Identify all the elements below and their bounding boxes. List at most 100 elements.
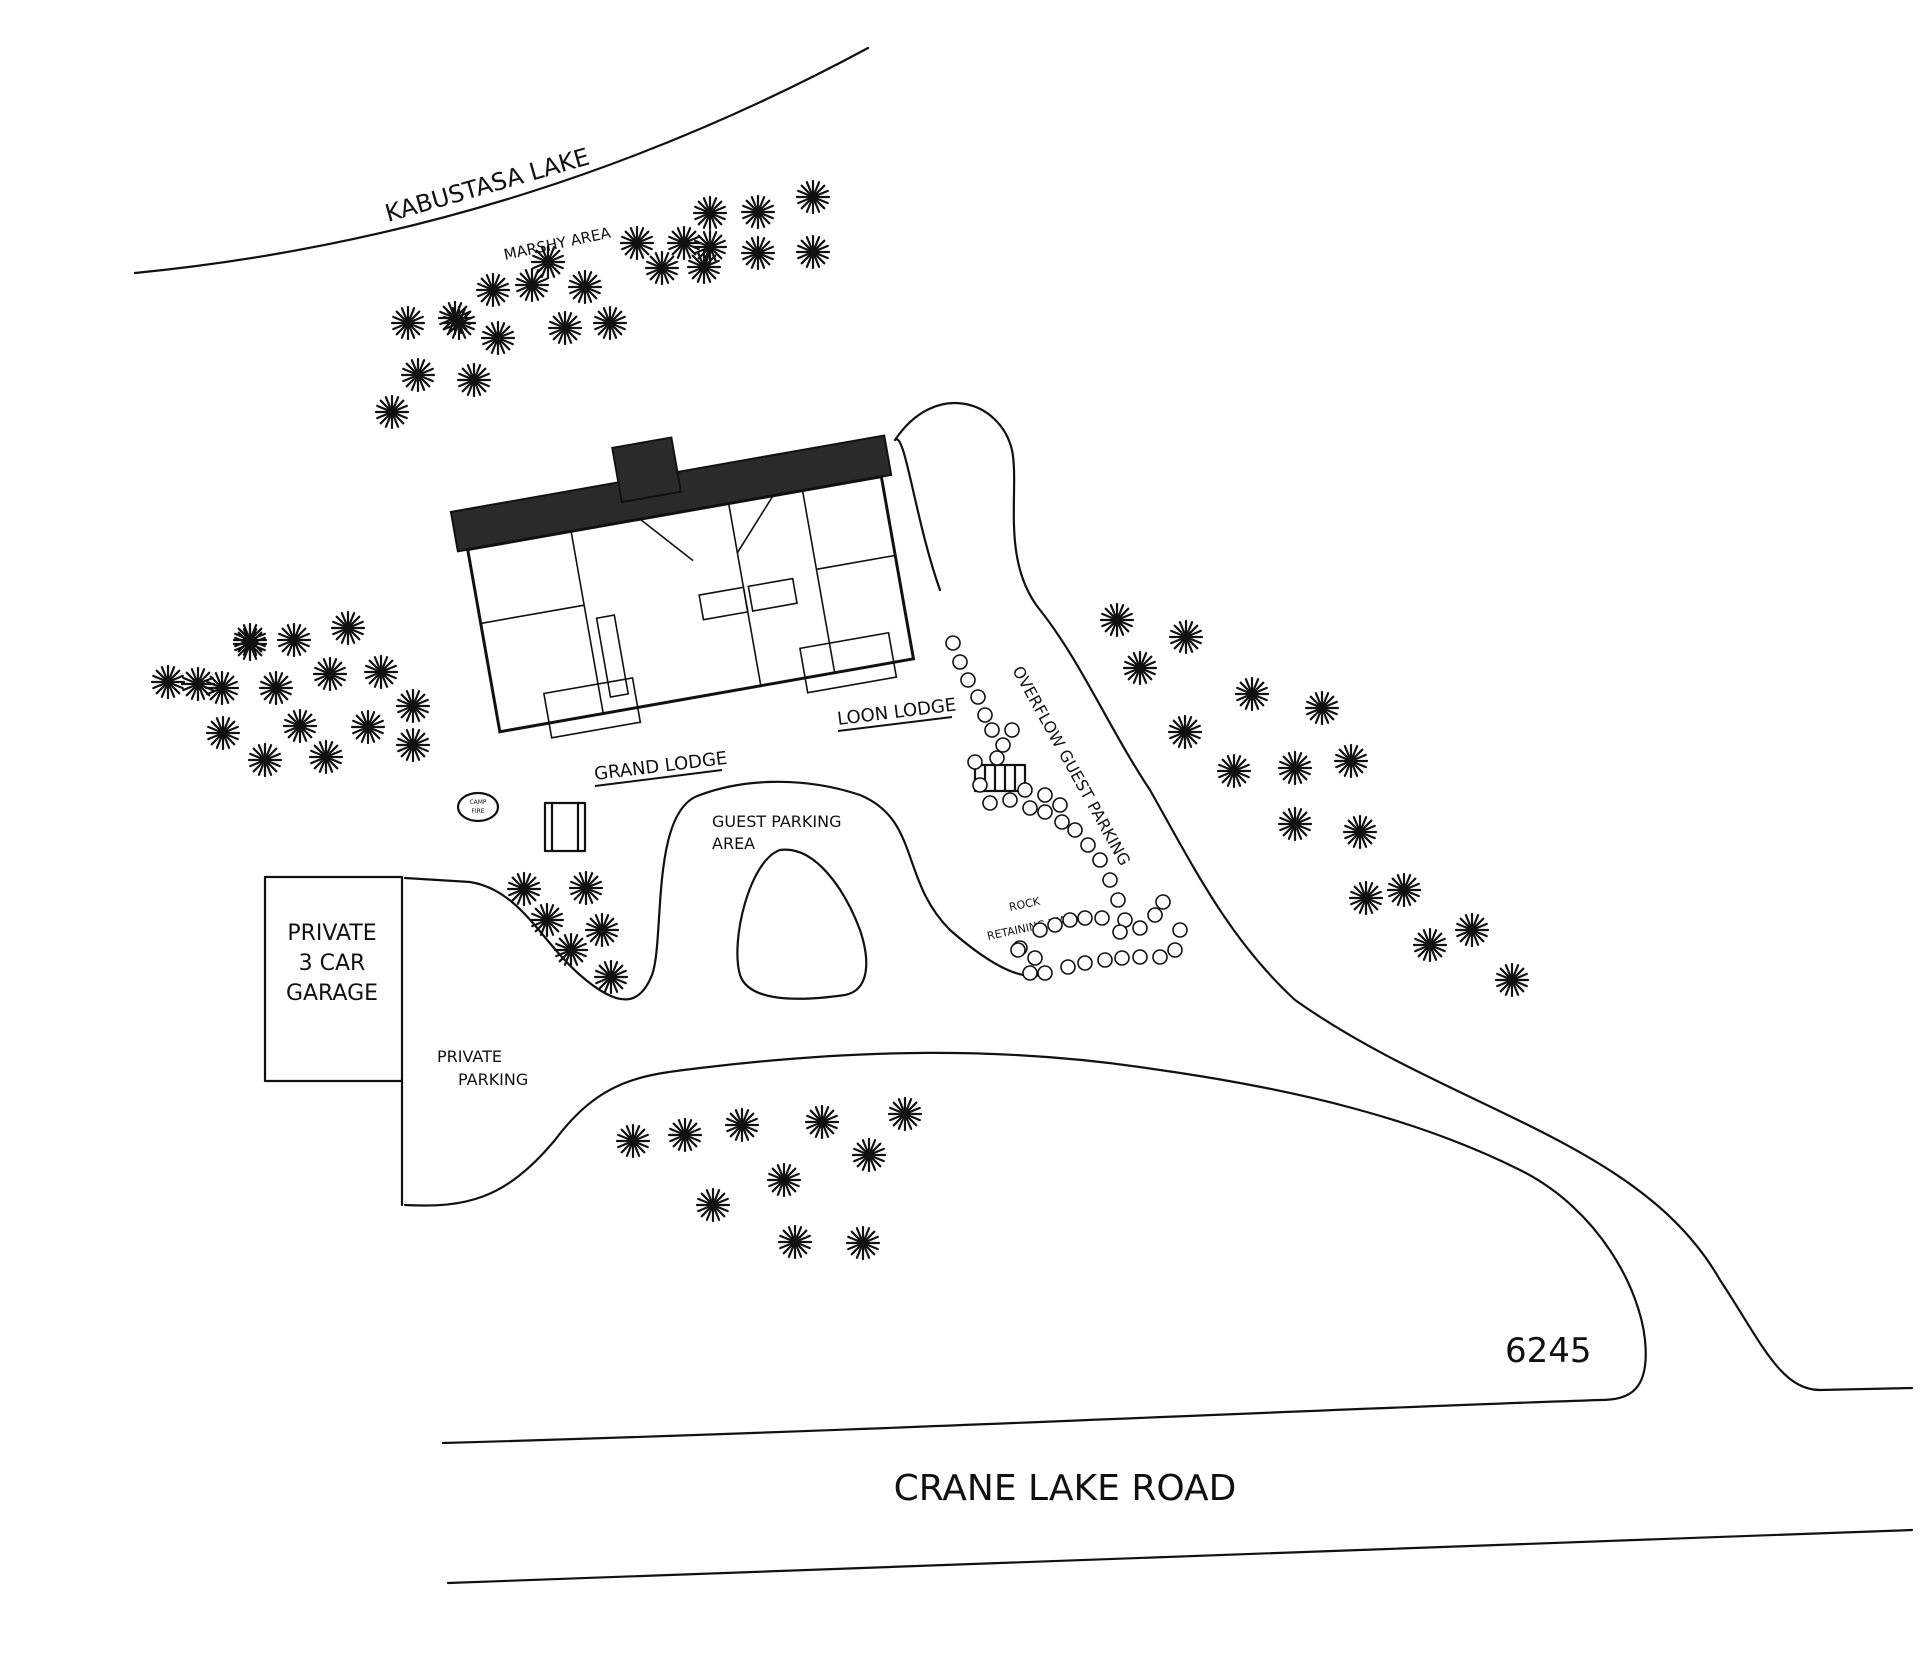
- private-parking-label-1: PRIVATE: [437, 1047, 502, 1066]
- tree-icon: [441, 305, 477, 341]
- tree-icon: [350, 709, 386, 745]
- rock-icon: [1047, 917, 1063, 933]
- rock-icon: [1067, 822, 1083, 838]
- rock-icon: [1054, 814, 1070, 830]
- tree-icon: [692, 195, 728, 231]
- tree-icon: [480, 320, 516, 356]
- garage: [263, 875, 404, 1083]
- tree-icon: [667, 1117, 703, 1153]
- tree-icon: [592, 305, 628, 341]
- tree-icon: [1099, 602, 1135, 638]
- tree-icon: [777, 1224, 813, 1260]
- grand-lodge-label: GRAND LODGE: [593, 748, 728, 785]
- rock-wall-label-1: ROCK: [1008, 895, 1042, 914]
- tree-icon: [584, 912, 620, 948]
- rock-icon: [1010, 942, 1026, 958]
- tree-icon: [724, 1107, 760, 1143]
- lodge-building: [449, 434, 916, 739]
- garage-label-2: 3 CAR: [299, 951, 366, 976]
- tree-icon: [1412, 927, 1448, 963]
- tree-icon: [363, 654, 399, 690]
- rock-icon: [995, 737, 1011, 753]
- tree-icon: [1454, 912, 1490, 948]
- rock-icon: [1032, 922, 1048, 938]
- rock-icon: [1155, 894, 1171, 910]
- rock-icon: [960, 672, 976, 688]
- rock-icon: [1132, 920, 1148, 936]
- tree-icon: [1348, 880, 1384, 916]
- tree-icon: [1277, 750, 1313, 786]
- rock-icon: [1077, 955, 1093, 971]
- rock-icon: [1167, 942, 1183, 958]
- rock-icon: [1077, 910, 1093, 926]
- tree-icon: [308, 739, 344, 775]
- tree-icon: [766, 1162, 802, 1198]
- private-drive: [403, 780, 1042, 1001]
- address-number: 6245: [1505, 1331, 1592, 1371]
- tree-icon: [506, 871, 542, 907]
- rock-icon: [1017, 782, 1033, 798]
- rock-icon: [1147, 907, 1163, 923]
- trees: [150, 179, 1530, 1261]
- rock-icon: [1102, 872, 1118, 888]
- lodge-cupola: [611, 436, 683, 504]
- overflow-drive: [893, 401, 1914, 1392]
- rock-icon: [967, 754, 983, 770]
- tree-icon: [845, 1225, 881, 1261]
- tree-icon: [456, 362, 492, 398]
- rock-icon: [1112, 924, 1128, 940]
- tree-icon: [1122, 650, 1158, 686]
- tree-icon: [247, 742, 283, 778]
- road-label: CRANE LAKE ROAD: [894, 1468, 1237, 1509]
- rock-icon: [1097, 952, 1113, 968]
- rock-icon: [1152, 949, 1168, 965]
- camp-fire-label-2: FIRE: [471, 808, 484, 815]
- tree-icon: [567, 269, 603, 305]
- tree-icon: [615, 1123, 651, 1159]
- tree-icon: [804, 1104, 840, 1140]
- tree-icon: [390, 305, 426, 341]
- private-parking-label-2: PARKING: [458, 1070, 528, 1089]
- rock-icon: [970, 689, 986, 705]
- tree-icon: [686, 249, 722, 285]
- tree-icon: [400, 357, 436, 393]
- front-drive: [403, 1051, 1647, 1402]
- road-edge-south: [446, 1528, 1914, 1585]
- overflow-parking-label: OVERFLOW GUEST PARKING: [1009, 663, 1135, 869]
- rock-icon: [1094, 910, 1110, 926]
- rock-icon: [1052, 797, 1068, 813]
- tree-icon: [150, 664, 186, 700]
- tree-icon: [530, 244, 566, 280]
- overflow-drive-inner: [893, 438, 942, 592]
- rock-icon: [1132, 949, 1148, 965]
- tree-icon: [1333, 743, 1369, 779]
- garage-label-3: GARAGE: [286, 981, 378, 1006]
- rock-icon: [1110, 892, 1126, 908]
- tree-icon: [395, 688, 431, 724]
- tree-icon: [740, 235, 776, 271]
- tree-icon: [395, 727, 431, 763]
- tree-icon: [795, 234, 831, 270]
- tree-icon: [1168, 619, 1204, 655]
- guest-parking-island: [736, 848, 868, 1000]
- tree-icon: [204, 670, 240, 706]
- tree-icon: [1494, 962, 1530, 998]
- tree-icon: [851, 1137, 887, 1173]
- camp-fire-icon: [456, 791, 500, 823]
- rock-icon: [1062, 912, 1078, 928]
- road-edge-north: [441, 1398, 1602, 1445]
- tree-icon: [312, 656, 348, 692]
- tree-icon: [205, 715, 241, 751]
- rock-icon: [1022, 965, 1038, 981]
- tree-icon: [282, 708, 318, 744]
- rock-retaining-wall: [945, 635, 1188, 981]
- tree-icon: [475, 272, 511, 308]
- rock-icon: [1092, 852, 1108, 868]
- rock-icon: [982, 795, 998, 811]
- tree-icon: [1167, 714, 1203, 750]
- tree-icon: [1234, 676, 1270, 712]
- rock-icon: [1002, 792, 1018, 808]
- rock-icon: [1114, 950, 1130, 966]
- guest-parking-label-1: GUEST PARKING: [712, 812, 842, 831]
- tree-icon: [740, 194, 776, 230]
